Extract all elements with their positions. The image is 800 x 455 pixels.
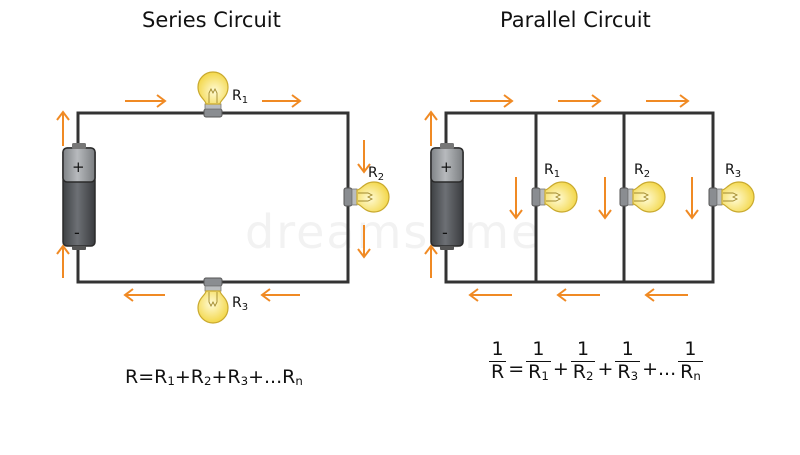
parallel-circuit-title: Parallel Circuit	[500, 8, 651, 32]
series-bulb-1	[197, 71, 229, 118]
series-label-r2: R2	[368, 165, 384, 183]
series-arrow-left-1	[56, 244, 70, 278]
parallel-arrow-top-1	[470, 94, 514, 108]
parallel-arrow-branch-2	[598, 177, 612, 220]
series-battery: + -	[62, 143, 96, 250]
series-label-r1: R1	[232, 88, 248, 106]
parallel-arrow-bottom-1	[468, 288, 512, 302]
series-arrow-right-1	[357, 140, 371, 174]
series-battery-minus: -	[74, 223, 80, 242]
parallel-bulb-3	[708, 181, 755, 213]
series-wire-loop	[76, 111, 350, 284]
parallel-arrow-bottom-3	[644, 288, 688, 302]
parallel-arrow-top-2	[558, 94, 602, 108]
series-arrow-bottom-1	[260, 288, 300, 302]
parallel-formula-plus: +	[597, 358, 614, 381]
current-arrows	[56, 94, 699, 302]
parallel-arrow-left-1	[424, 244, 438, 278]
parallel-wire-loop	[444, 111, 715, 284]
series-circuit-title: Series Circuit	[142, 8, 281, 32]
series-formula-plus: +	[211, 366, 228, 388]
parallel-arrow-left-2	[424, 110, 438, 146]
series-battery-plus: +	[72, 158, 85, 176]
parallel-battery: + -	[430, 143, 464, 250]
parallel-circuit: + - R1 R2 R3	[430, 111, 755, 284]
parallel-bulb-2	[619, 181, 666, 213]
series-formula-plus: +	[174, 366, 191, 388]
series-arrow-top-2	[262, 94, 302, 108]
parallel-arrow-branch-3	[685, 177, 699, 220]
series-bulb-2	[343, 181, 390, 213]
parallel-arrow-top-3	[646, 94, 690, 108]
parallel-battery-plus: +	[440, 158, 453, 176]
series-formula-term: R1	[154, 366, 175, 389]
watermark: dreamstime	[245, 205, 542, 259]
parallel-arrow-bottom-2	[556, 288, 600, 302]
parallel-label-r2: R2	[634, 162, 650, 180]
series-formula-ellipsis: ...	[264, 366, 283, 388]
parallel-arrow-branch-1	[509, 177, 523, 220]
series-label-r3: R3	[232, 295, 248, 313]
series-formula-term: Rn	[282, 366, 303, 389]
parallel-bulb-1	[531, 181, 578, 213]
series-formula-plus: +	[248, 366, 264, 388]
series-arrow-top-1	[125, 94, 167, 108]
parallel-battery-minus: -	[442, 223, 448, 242]
series-circuit: + - R1 R2 R3	[62, 71, 390, 324]
parallel-formula-equals: =	[508, 358, 525, 381]
series-arrow-left-2	[56, 110, 70, 146]
series-arrow-bottom-2	[123, 288, 165, 302]
parallel-formula-plus: +	[552, 358, 569, 381]
series-arrow-right-2	[357, 225, 371, 259]
series-formula-term: R3	[227, 366, 249, 389]
series-bulb-3	[197, 277, 229, 324]
series-formula: R=R1+R2+R3+...Rn	[125, 366, 303, 388]
parallel-formula-plus-ellipsis: +...	[642, 358, 677, 381]
parallel-label-r1: R1	[544, 162, 560, 180]
series-formula-prefix: R=	[125, 366, 155, 388]
parallel-label-r3: R3	[725, 162, 741, 180]
series-formula-term: R2	[190, 366, 212, 389]
